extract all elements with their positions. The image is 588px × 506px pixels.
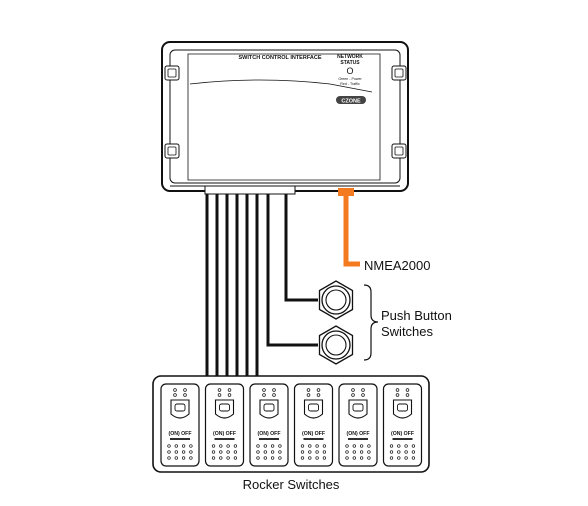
mounting-ear	[391, 65, 407, 81]
rocker-switch: (ON) OFF	[249, 383, 289, 467]
push-button-wires	[266, 194, 318, 347]
mounting-ear	[391, 143, 407, 159]
rocker-switch: (ON) OFF	[204, 383, 245, 467]
brand-mark: CZONE	[341, 98, 361, 104]
rocker-switch-label: (ON) OFF	[346, 431, 369, 437]
push-button-switch	[318, 325, 354, 365]
mounting-ear	[164, 143, 180, 159]
push-button-bracket	[363, 284, 379, 361]
rocker-switch-label: (ON) OFF	[391, 431, 414, 437]
rocker-switch: (ON) OFF	[382, 383, 423, 467]
push-button-switch	[318, 280, 354, 320]
rocker-switch-label: (ON) OFF	[168, 431, 191, 437]
rocker-switch-label: (ON) OFF	[213, 431, 236, 437]
network-status-subtitle: STATUS	[340, 60, 360, 66]
push-button-label-line1: Push Button	[381, 308, 452, 323]
module-title: SWITCH CONTROL INTERFACE	[238, 55, 321, 61]
switch-control-interface-module: SWITCH CONTROL INTERFACE NETWORK STATUS …	[161, 41, 409, 195]
status-legend-power: Green - Power	[338, 77, 362, 81]
rocker-switch: (ON) OFF	[160, 383, 200, 467]
push-button-group	[318, 280, 354, 365]
network-status-led: O	[346, 66, 353, 76]
mounting-ear	[164, 65, 180, 81]
brand-logo: CZONE	[336, 96, 366, 104]
rocker-switch: (ON) OFF	[338, 383, 378, 467]
nmea2000-label: NMEA2000	[364, 258, 430, 273]
rocker-wire-bundle	[205, 194, 259, 377]
rocker-switches-label: Rocker Switches	[243, 477, 340, 492]
status-legend-traffic: Red - Traffic	[340, 82, 360, 86]
rocker-switch-panel: (ON) OFF (ON) OFF (ON) OFF (ON) OFF (ON) OFF…	[152, 375, 430, 473]
rocker-switch-label: (ON) OFF	[257, 431, 280, 437]
rocker-switch: (ON) OFF	[293, 383, 334, 467]
nmea2000-cable	[338, 188, 360, 267]
rocker-switch-label: (ON) OFF	[302, 431, 325, 437]
network-status-title: NETWORK	[337, 54, 363, 60]
push-button-label-line2: Switches	[381, 324, 434, 339]
